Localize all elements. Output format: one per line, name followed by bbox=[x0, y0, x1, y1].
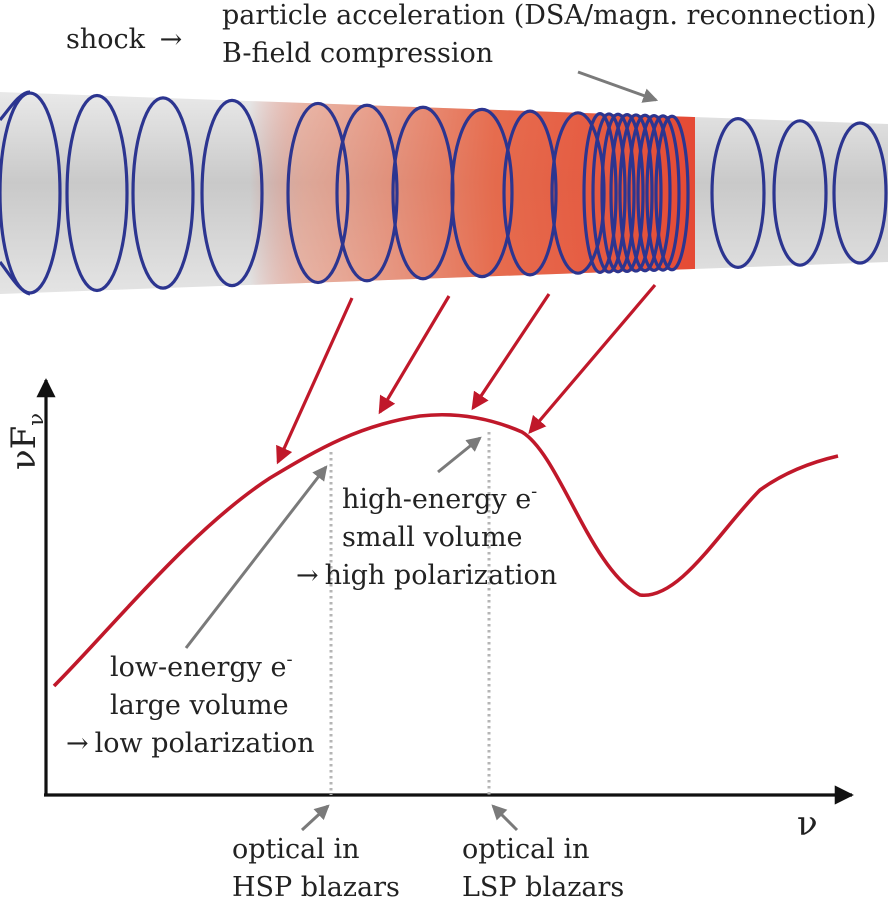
svg-text:small volume: small volume bbox=[342, 522, 523, 553]
helix-loop bbox=[645, 114, 681, 272]
svg-text:LSP blazars: LSP blazars bbox=[462, 872, 624, 900]
svg-text:HSP blazars: HSP blazars bbox=[232, 872, 400, 900]
low-energy-pointer-arrow bbox=[184, 465, 328, 649]
svg-text:→low polarization: →low polarization bbox=[66, 728, 314, 759]
jet-tube bbox=[0, 90, 888, 296]
svg-text:optical in: optical in bbox=[462, 834, 590, 865]
svg-text:large volume: large volume bbox=[110, 690, 289, 721]
red-arrow-4 bbox=[528, 283, 657, 435]
svg-text:low-energy e-: low-energy e- bbox=[110, 649, 293, 683]
hsp-pointer-arrow bbox=[300, 804, 330, 832]
emission-arrows bbox=[276, 283, 657, 465]
helix-loop bbox=[591, 112, 627, 274]
high-energy-pointer-arrow bbox=[437, 436, 482, 474]
helix-loop bbox=[627, 113, 663, 273]
compression-pointer-arrow bbox=[577, 70, 659, 103]
helix-loop bbox=[335, 103, 399, 283]
helix-loop bbox=[582, 112, 618, 274]
svg-text:νFν: νFν bbox=[4, 413, 48, 470]
svg-text:high-energy e-: high-energy e- bbox=[342, 481, 537, 515]
helix-loop bbox=[65, 93, 129, 293]
helix-loop bbox=[286, 101, 350, 285]
helix-loop bbox=[636, 113, 672, 273]
helical-magnetic-field bbox=[0, 90, 888, 296]
high-energy-annotation: high-energy e- small volume →high polari… bbox=[296, 481, 557, 591]
helix-loop bbox=[772, 119, 828, 267]
svg-text:→high polarization: →high polarization bbox=[296, 560, 557, 591]
low-energy-annotation: low-energy e- large volume →low polariza… bbox=[66, 649, 314, 759]
y-axis-label: νFν bbox=[4, 413, 48, 470]
shock-label: shock → bbox=[66, 24, 182, 55]
helix-loop bbox=[131, 96, 195, 290]
acceleration-label: particle acceleration (DSA/magn. reconne… bbox=[222, 0, 876, 31]
helix-loop bbox=[654, 114, 690, 272]
helix-loop bbox=[618, 113, 654, 273]
helix-edge bbox=[0, 261, 31, 296]
sed-curve bbox=[52, 412, 839, 688]
sed-axes bbox=[36, 378, 854, 805]
helix-loop bbox=[609, 112, 645, 274]
helix-loop bbox=[502, 109, 558, 277]
hsp-annotation: optical in HSP blazars bbox=[232, 834, 400, 900]
lsp-annotation: optical in LSP blazars bbox=[462, 834, 624, 900]
helix-loop bbox=[200, 98, 264, 288]
lsp-pointer-arrow bbox=[491, 804, 519, 832]
red-arrow-1 bbox=[276, 297, 354, 465]
compression-label: B-field compression bbox=[222, 38, 493, 69]
x-axis-label: ν bbox=[797, 804, 818, 844]
helix-loop bbox=[450, 107, 514, 279]
helix-loop bbox=[600, 112, 636, 274]
red-arrow-2 bbox=[378, 295, 451, 415]
helix-loop bbox=[710, 116, 766, 270]
red-arrow-3 bbox=[471, 293, 551, 411]
svg-text:optical in: optical in bbox=[232, 834, 360, 865]
helix-loop bbox=[832, 121, 888, 265]
helix-loop bbox=[550, 111, 606, 275]
helix-edge bbox=[0, 90, 31, 122]
